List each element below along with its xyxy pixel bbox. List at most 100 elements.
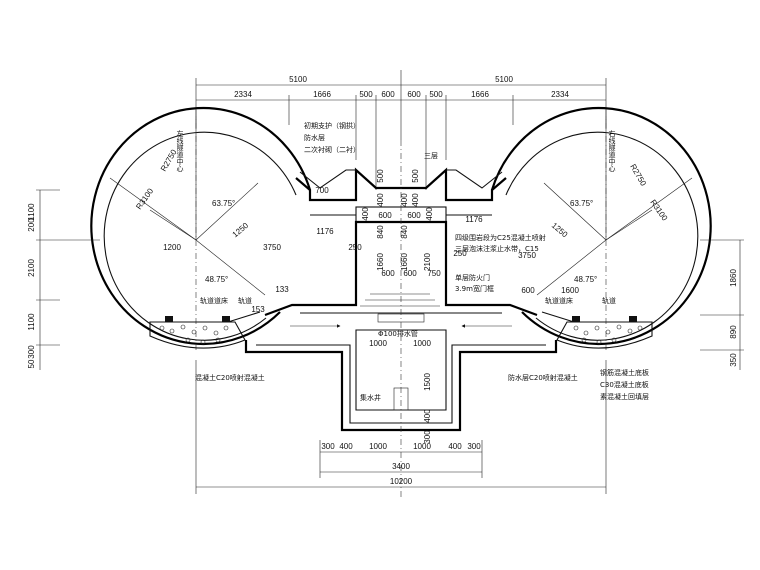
- dim-1666-left: 1666: [313, 90, 331, 99]
- dim-v1660a: 1660: [376, 253, 385, 271]
- dim-700: 700: [315, 186, 329, 195]
- label-waterproof: 防水层: [304, 133, 325, 142]
- label-track-left: 轨道: [238, 296, 252, 305]
- dim-250b: 250: [453, 249, 467, 258]
- left-dim-1100b: 1100: [27, 313, 36, 331]
- radius-r2750-right: R2750: [628, 163, 648, 188]
- label-ballast-left: 轨道道床: [200, 296, 228, 305]
- right-dim-350: 350: [729, 353, 738, 367]
- label-track-right: 轨道: [602, 296, 616, 305]
- rail-left-2: [222, 316, 230, 322]
- central-cross-passage: [244, 140, 558, 500]
- dim-v2100: 2100: [423, 253, 432, 271]
- dim-600c: 600: [381, 269, 395, 278]
- radius-r3100-left: R3100: [134, 186, 155, 211]
- left-dim-300: 300: [27, 345, 36, 359]
- bot-dim-300a: 300: [321, 442, 335, 451]
- right-side-dimensions: 1860 890 350: [700, 239, 744, 370]
- angle-63-left: 63.75°: [212, 199, 235, 208]
- annotations: 左线隧道中心 右线隧道中心 三层 初期支护（钢拱） 防水层 二次衬砌（二衬） 四…: [176, 121, 649, 402]
- right-dim-1860: 1860: [729, 269, 738, 287]
- dim-2334-right: 2334: [551, 90, 569, 99]
- dim-v400e: 400: [425, 207, 434, 221]
- bot-dim-3400: 3400: [392, 462, 410, 471]
- dim-1176-right: 1176: [465, 215, 483, 224]
- label-sump: 集水井: [360, 393, 381, 402]
- label-fireproof: 单层防火门: [455, 273, 490, 282]
- right-dim-890: 890: [729, 325, 738, 339]
- dim-600-right: 600: [407, 90, 421, 99]
- label-right-lower1: 钢筋混凝土底板: [600, 368, 649, 377]
- bot-dim-1000a: 1000: [369, 442, 387, 451]
- dim-v400d: 400: [361, 207, 370, 221]
- rail-left-1: [165, 316, 173, 322]
- label-ballast-right: 轨道道床: [545, 296, 573, 305]
- dim-1250-right: 1250: [550, 221, 570, 240]
- dim-v400b: 400: [400, 193, 409, 207]
- label-mid-note2: 三层泡沫注浆止水带，C15: [455, 244, 539, 253]
- label-right-lower2: C30混凝土底板: [600, 380, 649, 389]
- top-dimension-chain: 5100 5100 2334 1666 500 600 600 500 1666…: [195, 70, 607, 190]
- ballast-fill-left: [159, 324, 229, 345]
- rail-right-2: [629, 316, 637, 322]
- left-dim-200: 200: [27, 218, 36, 232]
- dim-v400a: 400: [376, 193, 385, 207]
- label-lining-upper: 初期支护（钢拱）: [304, 121, 360, 130]
- angle-48-right: 48.75°: [574, 275, 597, 284]
- dim-v500b: 500: [411, 169, 420, 183]
- left-dim-1100a: 1100: [27, 203, 36, 221]
- dim-600d: 600: [403, 269, 417, 278]
- right-tunnel-tube: [490, 106, 712, 350]
- dim-v400c: 400: [411, 193, 420, 207]
- dim-250a: 250: [348, 243, 362, 252]
- angle-63-right: 63.75°: [570, 199, 593, 208]
- bot-dim-300b: 300: [467, 442, 481, 451]
- dim-600b: 600: [407, 211, 421, 220]
- bottom-dimension-chain: 300 400 1000 1000 400 300 3400 10200: [195, 360, 607, 494]
- dim-1176-left: 1176: [316, 227, 334, 236]
- dim-1666-right: 1666: [471, 90, 489, 99]
- dim-5100-left: 5100: [289, 75, 307, 84]
- dim-1000b: 1000: [413, 339, 431, 348]
- dim-500-right: 500: [429, 90, 443, 99]
- dim-1250-left: 1250: [231, 221, 251, 240]
- dim-3750-left: 3750: [263, 243, 281, 252]
- rail-right-1: [572, 316, 580, 322]
- bot-dim-400a: 400: [339, 442, 353, 451]
- stair: [360, 293, 440, 307]
- bot-dim-400b: 400: [448, 442, 462, 451]
- label-right-lower3: 素混凝土回填层: [600, 392, 649, 401]
- bot-dim-1000b: 1000: [413, 442, 431, 451]
- label-pipe: Φ100排水管: [378, 329, 418, 338]
- left-dim-2100: 2100: [27, 259, 36, 277]
- dim-v840a: 840: [376, 225, 385, 239]
- dim-v500a: 500: [376, 169, 385, 183]
- ballast-fill-right: [573, 324, 643, 345]
- left-tunnel-tube: [90, 106, 312, 350]
- angle-48-left: 48.75°: [205, 275, 228, 284]
- dim-2334-left: 2334: [234, 90, 252, 99]
- dim-500-left: 500: [359, 90, 373, 99]
- dim-5100-right: 5100: [495, 75, 513, 84]
- label-left-center: 左线隧道中心: [176, 129, 184, 172]
- label-concrete-right: 防水层C20喷射混凝土: [508, 373, 578, 382]
- left-side-dimensions: 1100 200 2100 1100 300 50: [27, 189, 100, 370]
- dim-1600: 1600: [561, 286, 579, 295]
- label-mid-note1: 四级围岩段为C25混凝土喷射: [455, 233, 546, 242]
- label-door-frame: 3.9m宽门框: [455, 284, 494, 293]
- dim-600e: 600: [521, 286, 535, 295]
- dim-v840b: 840: [400, 225, 409, 239]
- label-center-mark: 三层: [424, 152, 438, 160]
- dim-750: 750: [427, 269, 441, 278]
- bot-dim-10200: 10200: [390, 477, 413, 486]
- left-dim-50: 50: [27, 359, 36, 368]
- dim-400c: 400: [423, 409, 432, 423]
- dim-1500: 1500: [423, 373, 432, 391]
- dim-1200: 1200: [163, 243, 181, 252]
- label-right-center: 右线隧道中心: [608, 129, 616, 172]
- dim-600a: 600: [378, 211, 392, 220]
- label-concrete-left: 混凝土C20喷射混凝土: [195, 373, 265, 382]
- dim-600-left: 600: [381, 90, 395, 99]
